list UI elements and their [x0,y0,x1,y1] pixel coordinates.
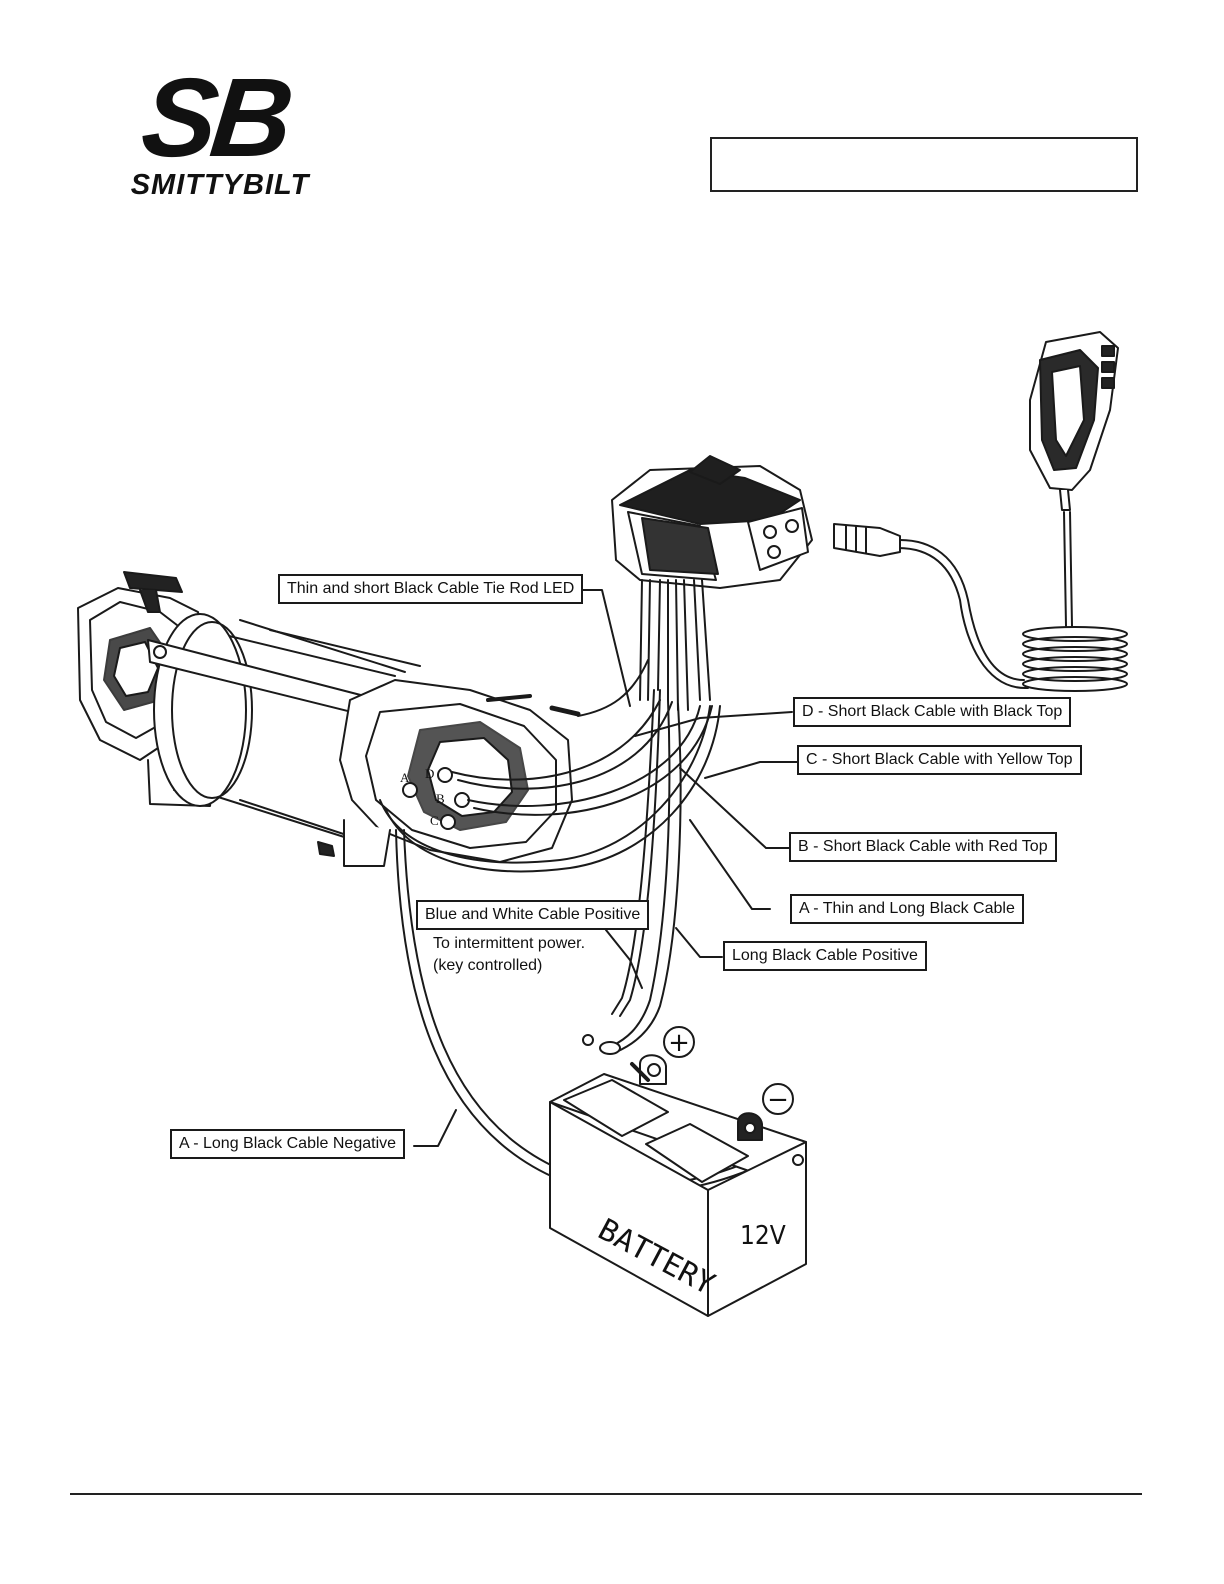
positive-symbol: + [668,1028,690,1058]
terminal-b-label: B [436,791,445,806]
logo-monogram: SB [136,68,295,180]
smittybilt-logo: SB SMITTYBILT [131,68,311,200]
callout-blue-white-positive: Blue and White Cable Positive [416,900,650,930]
terminal-c-label: C [430,813,439,828]
callout-c-short-yellow-top: C - Short Black Cable with Yellow Top [797,745,1082,775]
title-box [710,137,1138,192]
callout-d-short-black-top: D - Short Black Cable with Black Top [793,697,1072,727]
negative-symbol-circle [762,1083,794,1115]
remote-control-illustration [833,331,1128,692]
battery-voltage: 12V [740,1221,786,1251]
control-box-illustration [611,455,813,589]
positive-symbol-circle [663,1026,695,1058]
negative-symbol: − [767,1085,789,1115]
winch-illustration [77,571,581,867]
callout-a-thin-long-black: A - Thin and Long Black Cable [790,894,1024,924]
terminal-a-label: A [400,770,410,785]
callout-b-short-red-top: B - Short Black Cable with Red Top [789,832,1057,862]
callout-tie-rod-led: Thin and short Black Cable Tie Rod LED [278,574,584,604]
footer-rule [70,1493,1142,1495]
callout-a-long-black-negative: A - Long Black Cable Negative [170,1129,406,1159]
callout-long-black-positive: Long Black Cable Positive [723,941,927,971]
note-intermittent-power: To intermittent power. [433,935,586,952]
note-key-controlled: (key controlled) [433,957,543,974]
logo-wordmark: SMITTYBILT [131,169,311,200]
cables [379,579,798,1194]
battery-illustration [549,1026,807,1317]
terminal-d-label: D [425,766,434,781]
terminal-letters: A D B C [400,766,445,828]
